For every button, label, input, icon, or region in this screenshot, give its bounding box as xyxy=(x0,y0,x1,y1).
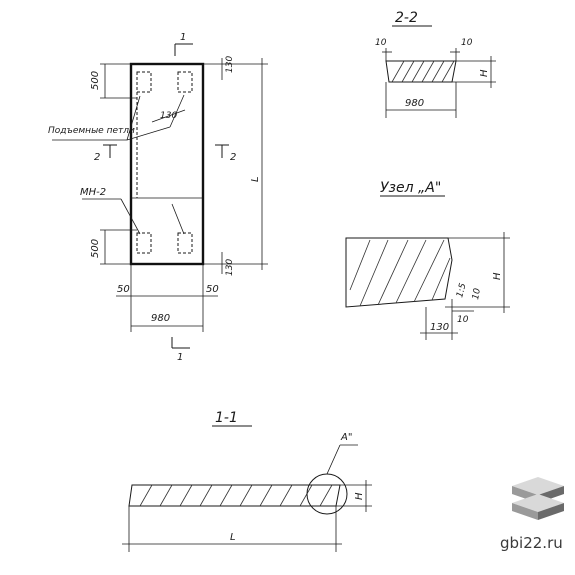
dim-length-L-1-1: L xyxy=(230,532,236,543)
plan-slab-outline xyxy=(129,62,205,266)
dim-980-plan: 980 xyxy=(151,313,170,324)
dim-H-node: H xyxy=(492,272,503,280)
logo-icon xyxy=(512,477,564,520)
plan-view: 1 1 2 2 500 500 130 130 xyxy=(48,32,268,363)
lifting-loop-bottom-left xyxy=(136,232,152,254)
lifting-loop-top-left xyxy=(136,71,152,93)
dim-130-node: 130 xyxy=(430,322,449,333)
section-1-1: 1-1 А" H L xyxy=(122,410,372,552)
dim-H-2-2: H xyxy=(479,69,490,77)
lifting-loop-top-right xyxy=(177,71,193,93)
lifting-loop-bottom-right xyxy=(177,232,193,254)
dim-small-10: 10 xyxy=(471,287,483,300)
dim-50-left: 50 xyxy=(117,284,130,295)
section-mark-2-right: 2 xyxy=(230,152,236,163)
dim-H-1-1: H xyxy=(354,492,365,500)
section-2-2-title: 2-2 xyxy=(395,10,418,26)
section-2-2: 2-2 10 10 H 980 xyxy=(375,10,496,118)
section-1-1-title: 1-1 xyxy=(215,410,238,426)
dim-500-bottom: 500 xyxy=(90,239,101,258)
mesh-label: МН-2 xyxy=(80,187,106,198)
dim-slope: 1:5 xyxy=(455,282,468,299)
dim-length-L: L xyxy=(250,176,261,182)
section-2-2-body xyxy=(385,60,457,83)
node-a-callout-label: А" xyxy=(340,432,352,443)
dim-50-right: 50 xyxy=(206,284,219,295)
dim-980-2-2: 980 xyxy=(405,98,424,109)
section-mark-2-left: 2 xyxy=(94,152,100,163)
section-mark-1-bottom: 1 xyxy=(177,352,183,363)
node-a-body xyxy=(345,237,453,308)
dim-10-chamfer: 10 xyxy=(457,315,469,325)
node-a-detail: Узел „А" H 1:5 10 130 10 xyxy=(345,180,510,340)
dim-130-bottom: 130 xyxy=(225,259,235,276)
site-watermark: gbi22.ru xyxy=(500,534,563,552)
dim-130-loop: 130 xyxy=(160,111,177,121)
node-a-title: Узел „А" xyxy=(380,180,441,196)
dim-500-top: 500 xyxy=(90,71,101,90)
dim-10-right: 10 xyxy=(461,38,473,48)
lifting-loops-label: Подъемные петли xyxy=(48,126,135,136)
section-mark-1-top: 1 xyxy=(180,32,186,43)
dim-10-left: 10 xyxy=(375,38,387,48)
